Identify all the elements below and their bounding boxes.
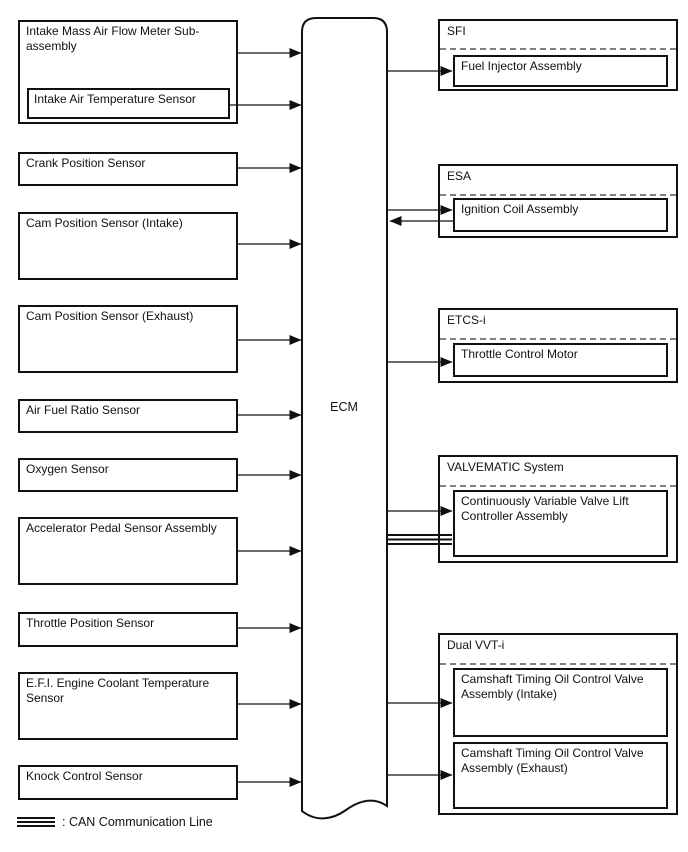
sensor-label: E.F.I. Engine Coolant Temperature Sensor <box>26 676 210 706</box>
sensor-box-throttle-position: Throttle Position Sensor <box>18 612 238 647</box>
component-box-throttle-control-motor: Throttle Control Motor <box>453 343 668 377</box>
sensor-label: Throttle Position Sensor <box>26 616 155 630</box>
component-label: Camshaft Timing Oil Control Valve Assemb… <box>461 746 644 776</box>
sensor-box-accelerator-pedal: Accelerator Pedal Sensor Assembly <box>18 517 238 585</box>
component-label: Throttle Control Motor <box>461 347 578 361</box>
component-label: Ignition Coil Assembly <box>461 202 579 216</box>
sensor-label: Cam Position Sensor (Exhaust) <box>26 309 194 323</box>
system-box-sfi: SFI Fuel Injector Assembly <box>438 19 678 91</box>
ecm-box <box>301 17 388 820</box>
sensor-label: Crank Position Sensor <box>26 156 146 170</box>
title-separator <box>440 663 676 665</box>
sensor-box-oxygen: Oxygen Sensor <box>18 458 238 492</box>
system-title: VALVEMATIC System <box>447 460 564 474</box>
sensor-box-cam-position-exhaust: Cam Position Sensor (Exhaust) <box>18 305 238 373</box>
component-box-ocv-exhaust: Camshaft Timing Oil Control Valve Assemb… <box>453 742 668 809</box>
legend: : CAN Communication Line <box>17 815 213 829</box>
component-box-fuel-injector: Fuel Injector Assembly <box>453 55 668 87</box>
system-title: ESA <box>447 169 472 183</box>
system-box-dual-vvt-i: Dual VVT-i Camshaft Timing Oil Control V… <box>438 633 678 815</box>
title-separator <box>440 194 676 196</box>
can-line-icon <box>17 815 55 829</box>
sensor-label: Oxygen Sensor <box>26 462 109 476</box>
ecm-label: ECM <box>330 400 358 414</box>
component-box-valve-lift-controller: Continuously Variable Valve Lift Control… <box>453 490 668 557</box>
sensor-label: Intake Air Temperature Sensor <box>34 92 196 106</box>
sensor-box-intake-mass-air-flow-meter: Intake Mass Air Flow Meter Sub-assembly … <box>18 20 238 124</box>
component-label: Fuel Injector Assembly <box>461 59 582 73</box>
sensor-label: Knock Control Sensor <box>26 769 143 783</box>
title-separator <box>440 48 676 50</box>
title-separator <box>440 485 676 487</box>
sensor-box-crank-position: Crank Position Sensor <box>18 152 238 186</box>
system-title: Dual VVT-i <box>447 638 505 652</box>
legend-label: : CAN Communication Line <box>62 815 213 829</box>
component-label: Camshaft Timing Oil Control Valve Assemb… <box>461 672 644 702</box>
sensor-label: Air Fuel Ratio Sensor <box>26 403 141 417</box>
title-separator <box>440 338 676 340</box>
sensor-label: Cam Position Sensor (Intake) <box>26 216 183 230</box>
sensor-label: Intake Mass Air Flow Meter Sub-assembly <box>26 24 200 54</box>
component-box-ocv-intake: Camshaft Timing Oil Control Valve Assemb… <box>453 668 668 737</box>
system-title: ETCS-i <box>447 313 486 327</box>
sensor-box-air-fuel-ratio: Air Fuel Ratio Sensor <box>18 399 238 433</box>
system-title: SFI <box>447 24 466 38</box>
sensor-box-knock-control: Knock Control Sensor <box>18 765 238 800</box>
sensor-box-intake-air-temperature: Intake Air Temperature Sensor <box>27 88 230 119</box>
sensor-box-engine-coolant-temperature: E.F.I. Engine Coolant Temperature Sensor <box>18 672 238 740</box>
sensor-label: Accelerator Pedal Sensor Assembly <box>26 521 217 535</box>
sensor-to-ecm-arrows <box>230 48 302 787</box>
sensor-box-cam-position-intake: Cam Position Sensor (Intake) <box>18 212 238 280</box>
system-box-valvematic: VALVEMATIC System Continuously Variable … <box>438 455 678 563</box>
component-label: Continuously Variable Valve Lift Control… <box>461 494 629 524</box>
component-box-ignition-coil: Ignition Coil Assembly <box>453 198 668 232</box>
system-box-etcs-i: ETCS-i Throttle Control Motor <box>438 308 678 383</box>
system-box-esa: ESA Ignition Coil Assembly <box>438 164 678 238</box>
